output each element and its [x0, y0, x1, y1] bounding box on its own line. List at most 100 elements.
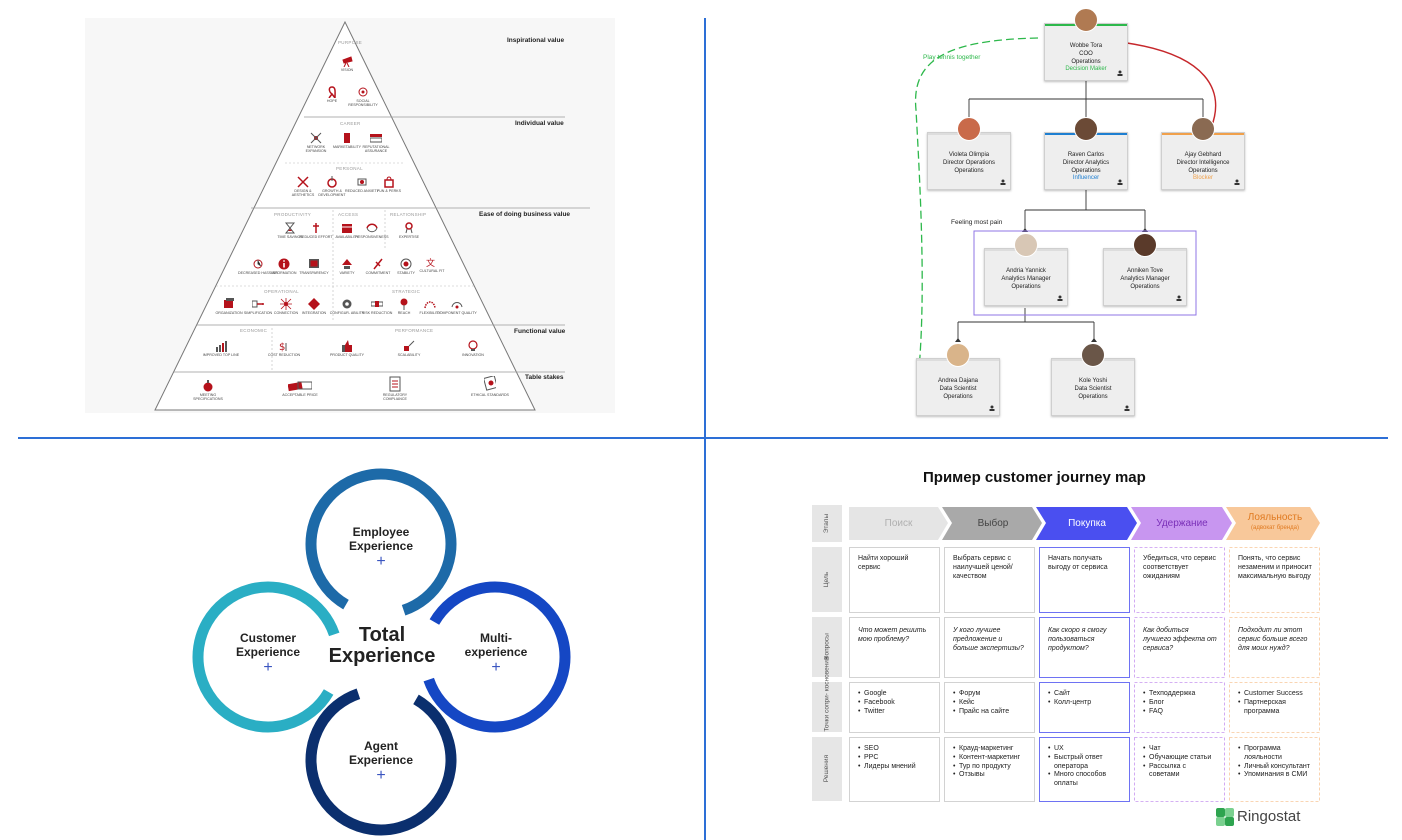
plus-icon[interactable]: + [376, 552, 386, 570]
value-topline: IMPROVED TOP LINE [201, 340, 241, 358]
arrows-icon [366, 223, 378, 233]
value-network: NETWORK EXPANSION [296, 132, 336, 154]
employee-experience[interactable]: Employee Experience+ [331, 525, 431, 570]
experience-rings [192, 468, 571, 836]
stage-loyalty[interactable]: Лояльность(адвокат бренда) [1247, 511, 1303, 531]
bulb-icon [468, 340, 478, 351]
clipboard-icon [389, 376, 401, 392]
level-label-table-stakes: Table stakes [525, 374, 564, 381]
cjm-grid [849, 547, 1320, 802]
value-risk: RISK REDUCTION [357, 298, 397, 316]
solution-cell: Крауд-маркетингКонтент-маркетингТур по п… [944, 737, 1035, 780]
plus-icon[interactable]: + [491, 658, 501, 676]
person-icon [1057, 295, 1063, 301]
ringostat-logo-icon [1216, 808, 1234, 826]
culture-icon: 文 [426, 257, 435, 268]
list-item: Колл-центр [1048, 699, 1122, 708]
thumbs-up-icon [342, 340, 352, 352]
shapes-icon [342, 259, 352, 269]
org-chart: Play tennis together Feeling most pain W… [706, 0, 1402, 437]
stability-icon [400, 258, 412, 270]
stage-retention[interactable]: Удержание [1156, 517, 1208, 529]
plus-icon[interactable]: + [376, 766, 386, 784]
list-item: Партнерская программа [1238, 699, 1312, 717]
svg-text:文: 文 [426, 257, 435, 268]
value-pyramid: Inspirational value Individual value Eas… [0, 0, 704, 437]
section-personal: PERSONAL [336, 166, 363, 171]
value-quality: PRODUCT QUALITY [327, 340, 367, 358]
list-item: Facebook [858, 699, 932, 708]
list-item: Техподдержка [1143, 690, 1217, 699]
value-stability: STABILITY [386, 258, 426, 276]
expertise-icon [405, 222, 413, 234]
list-item: Тур по продукту [953, 763, 1027, 772]
solution-cell: Программа лояльностиЛичный консультантУп… [1229, 737, 1320, 780]
hassles-icon [253, 259, 263, 269]
value-transparency: TRANSPARENCY [294, 258, 334, 276]
list-item: Лидеры мнений [858, 763, 932, 772]
stage-purchase[interactable]: Покупка [1068, 517, 1106, 529]
stage-choice[interactable]: Выбор [977, 517, 1009, 529]
stage-chevrons [849, 507, 1320, 540]
goal-cell: Выбрать сервис с наилучшей ценой/качеств… [953, 555, 1013, 580]
agent-experience[interactable]: Agent Experience+ [331, 739, 431, 784]
avatar-wobbe [1074, 8, 1098, 32]
flex-icon [424, 301, 436, 309]
question-cell: Что может решить мою проблему? [858, 627, 927, 643]
value-scalability: SCALABILITY [389, 340, 429, 358]
value-hassles: DECREASED HASSLES [238, 258, 278, 276]
list-item: Блог [1143, 699, 1217, 708]
avatar-andria [1014, 233, 1038, 257]
person-icon [1234, 179, 1240, 185]
customer-experience[interactable]: Customer Experience+ [223, 631, 313, 676]
calendar-icon [342, 224, 352, 233]
value-responsiveness: RESPONSIVENESS [352, 222, 392, 240]
stage-search[interactable]: Поиск [884, 517, 913, 529]
integration-icon [308, 298, 320, 310]
solution-cell: UXБыстрый ответ оператораМного способов … [1039, 737, 1130, 789]
connection-icon [280, 298, 292, 310]
value-cost: $COST REDUCTION [267, 342, 301, 357]
list-item: SEO [858, 745, 932, 754]
list-item: Обучающие статьи [1143, 754, 1217, 763]
list-item: Twitter [858, 708, 932, 717]
value-ethical: ETHICAL STANDARDS [470, 376, 510, 398]
section-operational: OPERATIONAL [264, 289, 299, 294]
gear-icon [342, 299, 352, 309]
simplify-icon [252, 300, 264, 308]
goal-cell: Убедиться, что сервис соответствует ожид… [1143, 555, 1217, 580]
effort-icon [313, 223, 319, 233]
person-icon [1000, 179, 1006, 185]
value-hope: HOPE [312, 86, 352, 104]
avatar-raven [1074, 117, 1098, 141]
list-item: Кейс [953, 699, 1027, 708]
hands-icon [358, 87, 368, 97]
list-item: Чат [1143, 745, 1217, 754]
value-simplification: SIMPLIFICATION [238, 298, 278, 316]
value-reach: REACH [384, 298, 424, 316]
value-design: DESIGN & AESTHETICS [283, 176, 323, 198]
section-economic: ECONOMIC [240, 328, 268, 333]
touch-cell: СайтКолл-центр [1039, 682, 1130, 708]
row-label-touch: Точки сопри- косновения [812, 657, 842, 732]
list-item: Программа лояльности [1238, 745, 1312, 763]
quality-icon [451, 302, 463, 309]
cost-icon: $ [279, 342, 287, 352]
row-label-goal: Цель [812, 547, 842, 612]
section-relationship: RELATIONSHIP [390, 212, 427, 217]
risk-icon [371, 301, 383, 307]
horizontal-divider [18, 437, 1388, 439]
multi-experience[interactable]: Multi- experience+ [451, 631, 541, 676]
value-availability: AVAILABILITY [327, 222, 367, 240]
value-fun: FUN & PERKS [369, 176, 409, 194]
badge-icon [344, 133, 350, 143]
value-specs: MEETING SPECIFICATIONS [188, 380, 228, 402]
section-strategic: STRATEGIC [392, 289, 421, 294]
plus-icon[interactable]: + [263, 658, 273, 676]
hourglass-icon [284, 222, 296, 234]
